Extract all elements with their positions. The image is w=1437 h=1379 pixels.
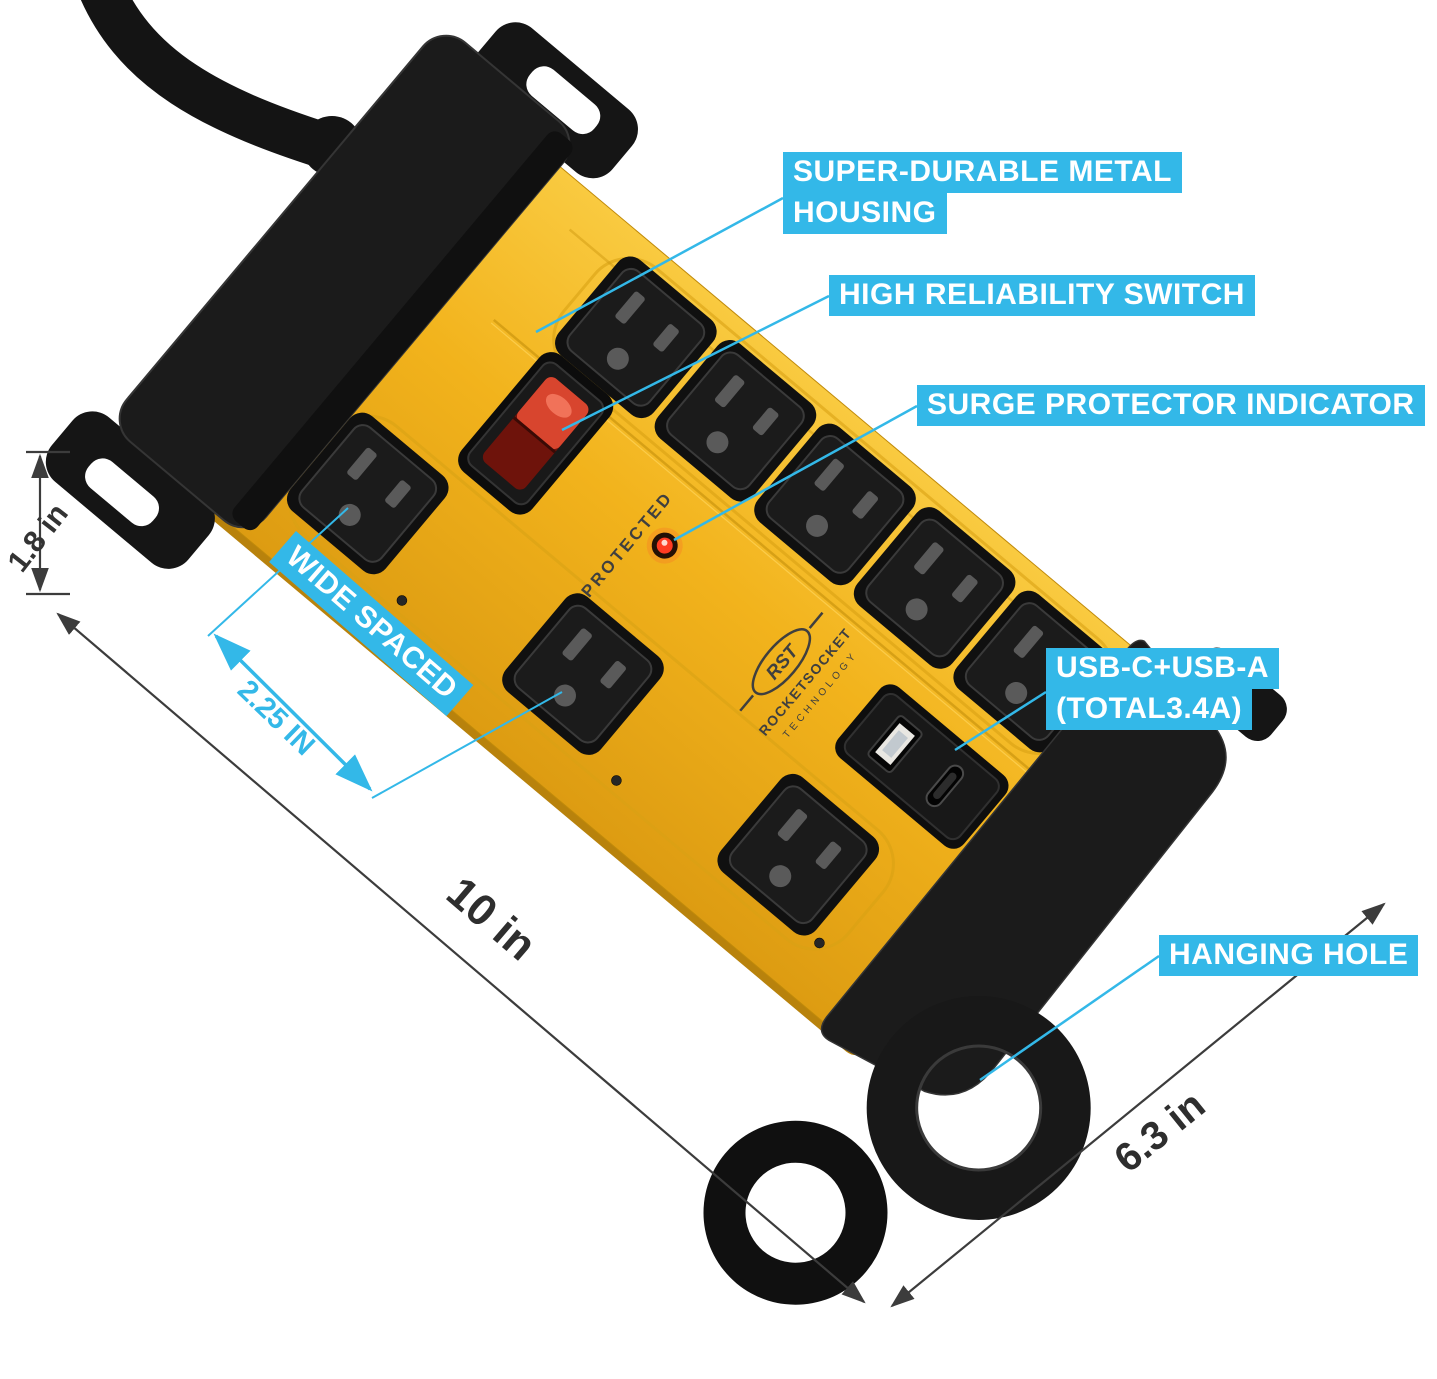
usb-ports xyxy=(835,684,1009,849)
callout-housing-line1: SUPER-DURABLE METAL xyxy=(783,152,1182,193)
callout-hanging-hole-line1: HANGING HOLE xyxy=(1159,935,1419,976)
callout-switch-line1: HIGH RELIABILITY SWITCH xyxy=(829,275,1255,316)
callout-surge-indicator: SURGE PROTECTOR INDICATOR xyxy=(917,385,1425,426)
dimension-length-line xyxy=(56,612,866,1304)
usb-a-port xyxy=(867,715,923,773)
callout-usb-line2: (TOTAL3.4A) xyxy=(1046,689,1253,730)
dimension-depth-label: 6.3 in xyxy=(1106,1083,1213,1182)
callout-housing-line2: HOUSING xyxy=(783,193,947,234)
leader-usb xyxy=(954,690,1047,752)
callout-usb-line1: USB-C+USB-A xyxy=(1046,648,1280,689)
power-cord xyxy=(81,0,362,176)
leader-switch xyxy=(561,294,830,432)
callout-housing: SUPER-DURABLE METAL HOUSING xyxy=(783,152,1182,234)
power-switch xyxy=(458,352,614,515)
callout-switch: HIGH RELIABILITY SWITCH xyxy=(829,275,1255,316)
dimension-length-label: 10 in xyxy=(437,868,545,970)
callout-surge-indicator-line1: SURGE PROTECTOR INDICATOR xyxy=(917,385,1425,426)
protected-led xyxy=(646,527,683,564)
callout-hanging-hole: HANGING HOLE xyxy=(1159,935,1419,976)
callout-usb: USB-C+USB-A (TOTAL3.4A) xyxy=(1046,648,1280,730)
leader-housing xyxy=(535,196,784,334)
dimension-height xyxy=(26,450,70,596)
dimension-height-label: 1.8 in xyxy=(2,498,75,579)
end-cap-top xyxy=(45,22,638,569)
usb-c-port xyxy=(925,764,965,808)
dimension-outlet-spacing-label: 2.25 IN xyxy=(231,674,320,762)
leader-indicator xyxy=(673,404,918,542)
